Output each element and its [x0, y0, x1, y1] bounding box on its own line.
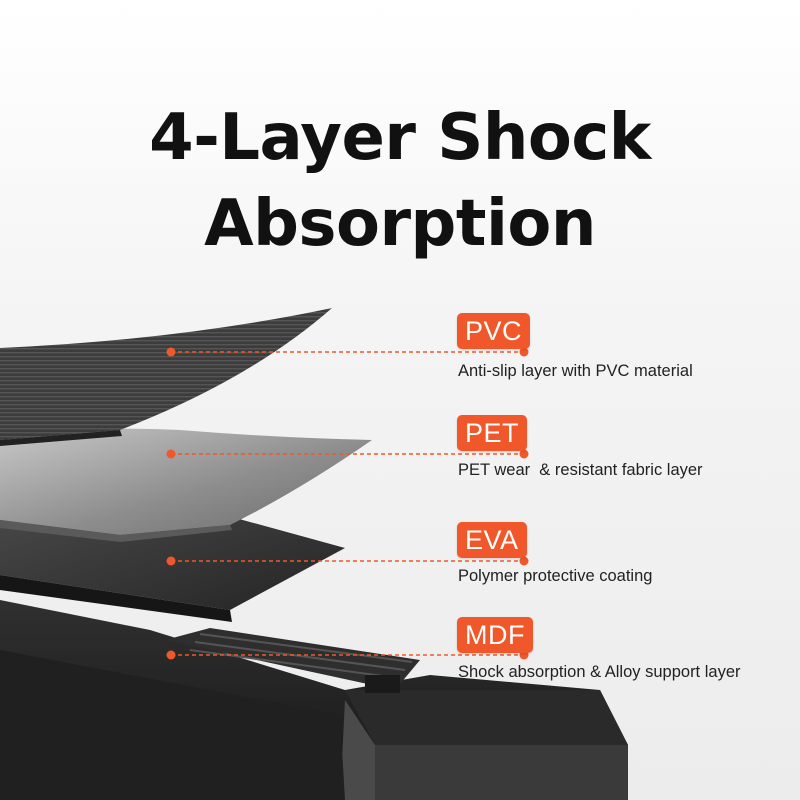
description-eva: Polymer protective coating	[458, 567, 653, 585]
description-mdf: Shock absorption & Alloy support layer	[458, 663, 741, 681]
badge-eva: EVA	[457, 522, 527, 558]
mdf-base	[0, 600, 628, 800]
badge-pet: PET	[457, 415, 528, 451]
pet-layer-sheet	[0, 428, 372, 542]
page-title: 4-Layer Shock Absorption	[0, 95, 800, 267]
title-line-2: Absorption	[204, 186, 596, 261]
title-line-1: 4-Layer Shock	[149, 100, 651, 175]
pvc-layer-sheet	[0, 308, 332, 446]
description-pet: PET wear & resistant fabric layer	[458, 461, 703, 479]
description-pvc: Anti-slip layer with PVC material	[458, 362, 693, 380]
badge-pvc: PVC	[457, 313, 531, 349]
leader-lines	[166, 347, 529, 660]
badge-mdf: MDF	[457, 617, 533, 653]
